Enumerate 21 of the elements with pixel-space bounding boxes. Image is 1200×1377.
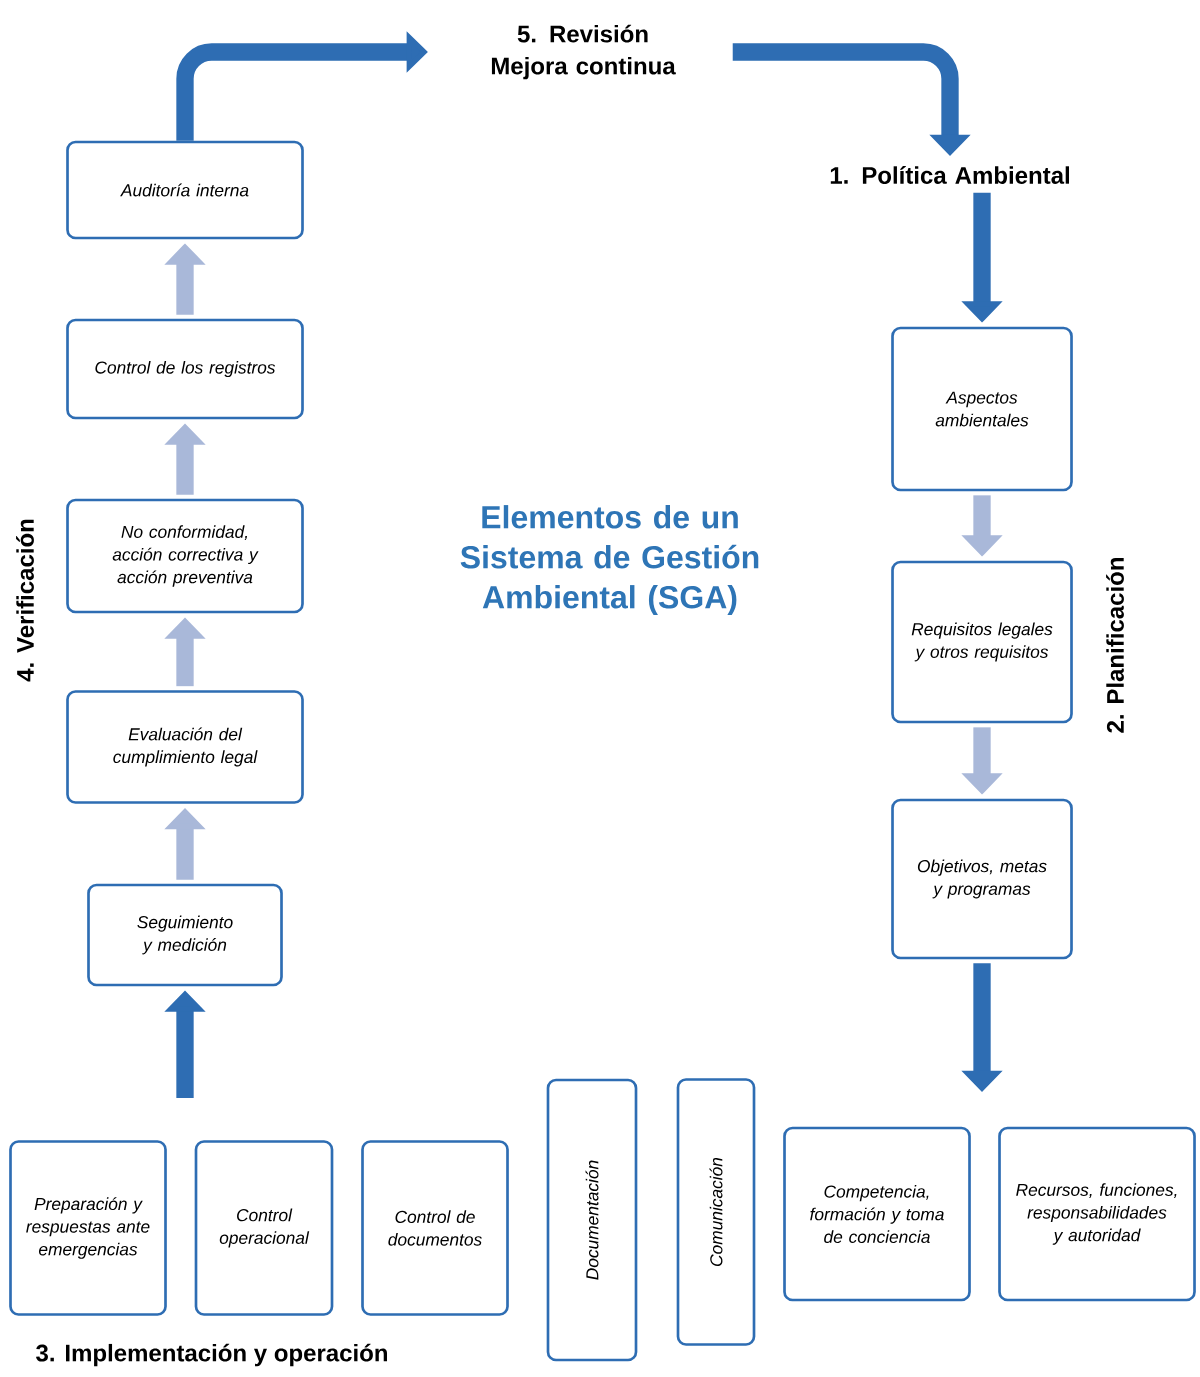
process-box: Auditoría interna — [66, 140, 304, 240]
section-label: 3. Implementación y operación — [36, 1343, 387, 1367]
process-box: Preparación y respuestas ante emergencias — [9, 1140, 167, 1316]
stage-heading: 5. Revisión Mejora continua — [491, 24, 676, 80]
stage-heading: 1. Política Ambiental — [830, 166, 1069, 184]
section-label: 2. Planificación — [1106, 558, 1124, 733]
process-box: Objetivos, metas y programas — [891, 798, 1073, 960]
process-box: Comunicación — [676, 1078, 756, 1346]
process-box: Evaluación del cumplimiento legal — [66, 690, 304, 804]
process-box: Control de documentos — [361, 1140, 509, 1316]
process-box: Control de los registros — [66, 318, 304, 420]
process-box: Competencia, formación y toma de conciencia — [783, 1126, 971, 1302]
process-box: Documentación — [546, 1078, 638, 1362]
process-box: Aspectos ambientales — [891, 326, 1073, 492]
process-box: Control operacional — [194, 1140, 334, 1316]
process-box: No conformidad, acción correctiva y acción preventiva — [66, 498, 304, 614]
section-label: 4. Verificación — [16, 519, 34, 682]
process-box: Recursos, funciones, responsabilidades y autoridad — [998, 1126, 1196, 1302]
process-box: Seguimiento y medición — [87, 883, 283, 987]
process-box: Requisitos legales y otros requisitos — [891, 560, 1073, 724]
diagram-title: Elementos de un Sistema de Gestión Ambiental (SGA) — [460, 505, 759, 615]
